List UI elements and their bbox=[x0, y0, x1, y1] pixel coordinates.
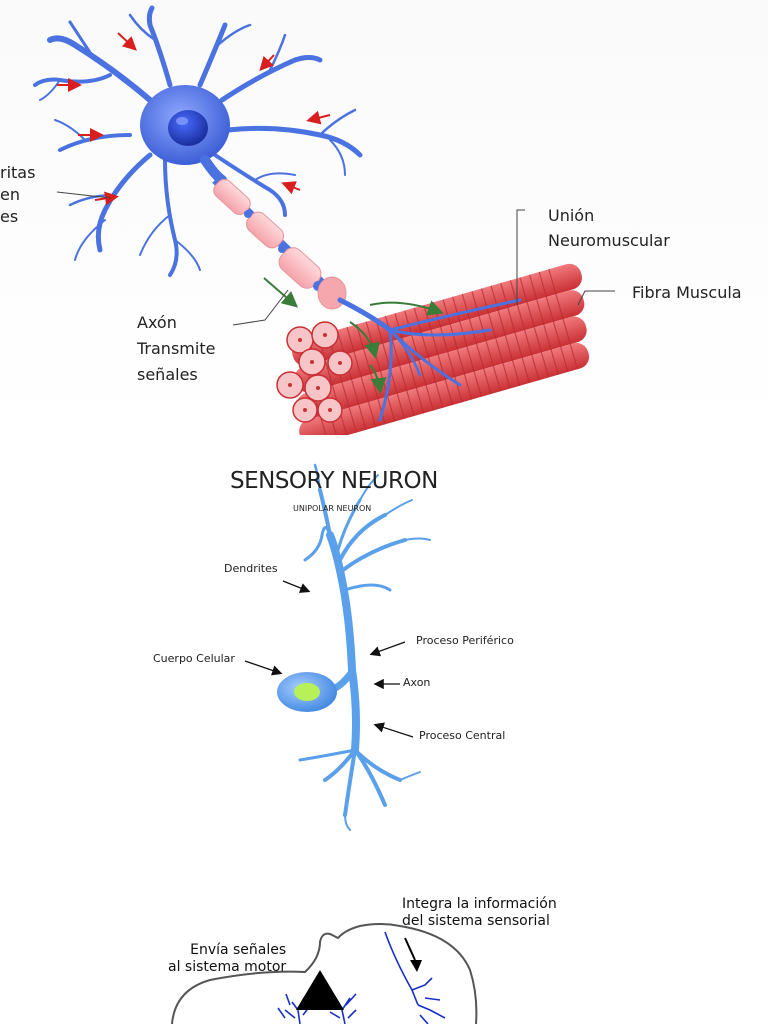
axon-terminals bbox=[337, 297, 522, 422]
nucleus bbox=[168, 110, 208, 146]
neuromuscular-junction-label: Unión Neuromuscular bbox=[548, 206, 670, 250]
dendrites-label-line3: es bbox=[0, 207, 19, 226]
sensory-pointer-arrows bbox=[244, 580, 414, 738]
peripheral-process-label: Proceso Periférico bbox=[416, 634, 514, 647]
dendrites-label-line2: en bbox=[0, 185, 20, 204]
cell-body-label: Cuerpo Celular bbox=[153, 652, 235, 665]
motor-neuron-panel: ritas en es Unión Neuromuscular Fibra Mu… bbox=[0, 0, 768, 435]
motor-neuron-illustration bbox=[33, 5, 615, 435]
spinal-cord-panel: Integra la información del sistema senso… bbox=[0, 860, 768, 1024]
sensory-tracts bbox=[384, 931, 446, 1024]
dendrites-label: Dendrites bbox=[224, 562, 278, 575]
sensory-neuron-title: SENSORY NEURON bbox=[230, 468, 438, 494]
spinal-cord-outline bbox=[171, 923, 478, 1024]
central-process-label: Proceso Central bbox=[419, 729, 506, 742]
spinal-cord-illustration bbox=[171, 923, 478, 1024]
axon bbox=[212, 177, 347, 310]
sensory-integration-label: Integra la información del sistema senso… bbox=[402, 896, 557, 929]
sensory-neuron-panel: SENSORY NEURON UNIPOLAR NEURON Dendrites… bbox=[0, 440, 768, 860]
dendrites bbox=[33, 5, 363, 277]
motor-branches bbox=[277, 993, 357, 1024]
dendrites-label-line1: ritas bbox=[0, 163, 36, 182]
axon-label: Axón Transmite señales bbox=[137, 313, 216, 384]
signal-arrows bbox=[57, 32, 331, 206]
motor-signal-label: Envía señales al sistema motor bbox=[168, 942, 287, 975]
sensory-nucleus bbox=[294, 683, 320, 701]
sensory-neuron-illustration bbox=[244, 463, 431, 831]
axon-sensory-label: Axon bbox=[403, 676, 431, 689]
sensory-neuron-body bbox=[298, 463, 431, 831]
sensory-neuron-subtitle: UNIPOLAR NEURON bbox=[293, 504, 372, 513]
conduction-arrows bbox=[263, 277, 444, 394]
muscle-fiber-label: Fibra Muscula bbox=[632, 283, 742, 302]
